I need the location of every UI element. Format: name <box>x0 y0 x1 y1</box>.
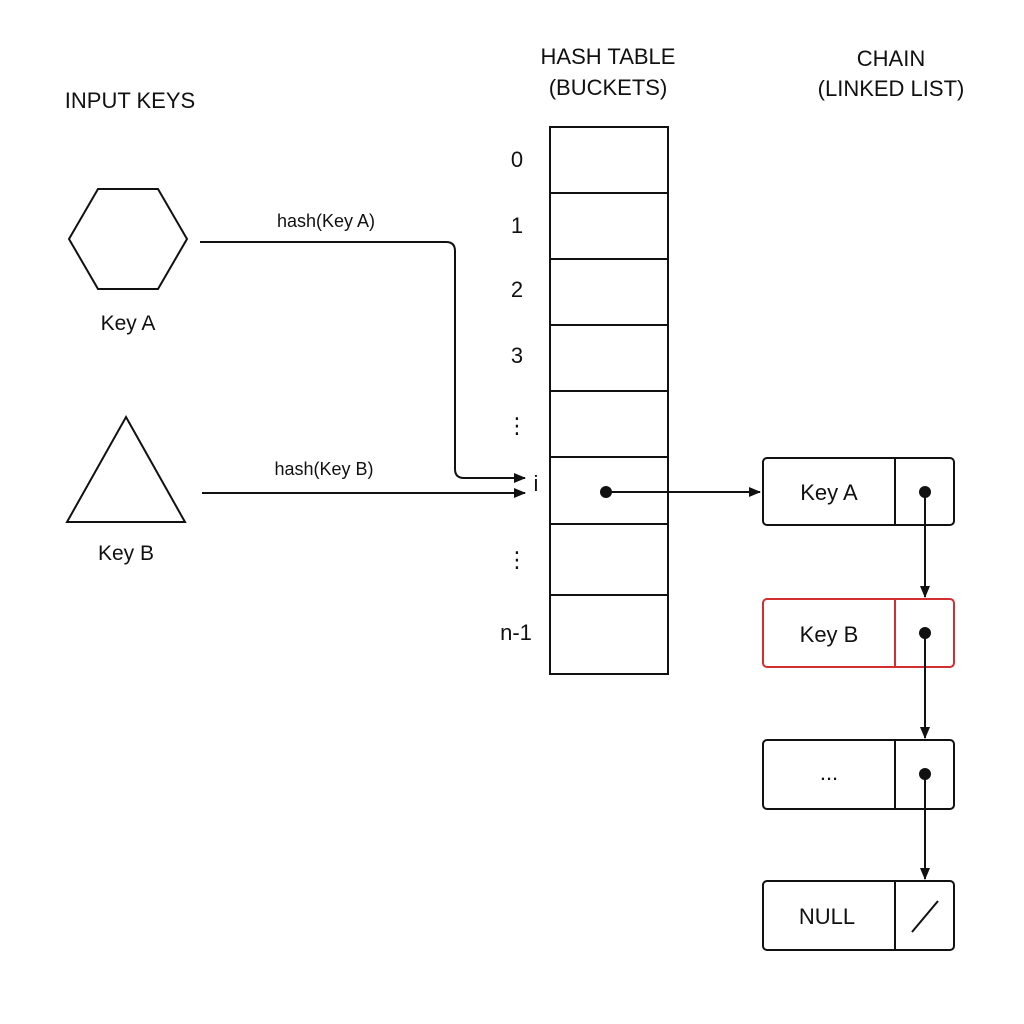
chain-node-1: Key A <box>762 457 955 526</box>
hash-key-a-label: hash(Key A) <box>277 211 375 231</box>
bucket-dots-upper <box>549 390 669 458</box>
hash-table-buckets <box>549 126 669 675</box>
chain-node-2-label: Key B <box>800 622 859 647</box>
chain-node-4-label: NULL <box>799 904 855 929</box>
bucket-2 <box>549 258 669 326</box>
chain-node-1-box <box>762 457 955 526</box>
key-b-triangle <box>65 414 187 523</box>
hash-table-header-line1: HASH TABLE <box>541 44 676 69</box>
key-a-label: Key A <box>101 312 156 335</box>
bucket-index-2: 2 <box>511 277 523 302</box>
hash-key-a-arrow <box>200 241 526 483</box>
chain-node-3-label: ... <box>820 760 838 785</box>
bucket-index-dots-upper: ⋮ <box>506 413 528 438</box>
null-pointer-slash-icon <box>911 900 939 933</box>
bucket-0 <box>549 126 669 194</box>
bucket-1 <box>549 192 669 260</box>
hash-table-header-line2: (BUCKETS) <box>549 75 668 100</box>
bucket-dots-lower <box>549 523 669 596</box>
key-a-hexagon <box>67 188 189 290</box>
bucket-index-i: i <box>534 471 539 496</box>
chain-header-line2: (LINKED LIST) <box>818 76 965 101</box>
chain-header-line1: CHAIN <box>857 46 925 71</box>
hash-key-b-label: hash(Key B) <box>274 459 373 479</box>
chain-node-4: NULL <box>762 880 955 951</box>
chain-node-3: ... <box>762 739 955 810</box>
bucket-index-0: 0 <box>511 147 523 172</box>
bucket-index-1: 1 <box>511 213 523 238</box>
input-keys-header: INPUT KEYS <box>65 88 195 113</box>
bucket-index-dots-lower: ⋮ <box>506 547 528 572</box>
chain-node-2-box <box>762 598 955 668</box>
bucket-index-3: 3 <box>511 343 523 368</box>
bucket-index-n-minus-1: n-1 <box>500 620 532 645</box>
chain-node-2: Key B <box>762 598 955 668</box>
chain-node-3-box <box>762 739 955 810</box>
bucket-n-minus-1 <box>549 594 669 675</box>
chain-node-4-box <box>762 880 955 951</box>
key-b-label: Key B <box>98 542 154 565</box>
bucket-3 <box>549 324 669 392</box>
chain-node-1-label: Key A <box>800 480 858 505</box>
